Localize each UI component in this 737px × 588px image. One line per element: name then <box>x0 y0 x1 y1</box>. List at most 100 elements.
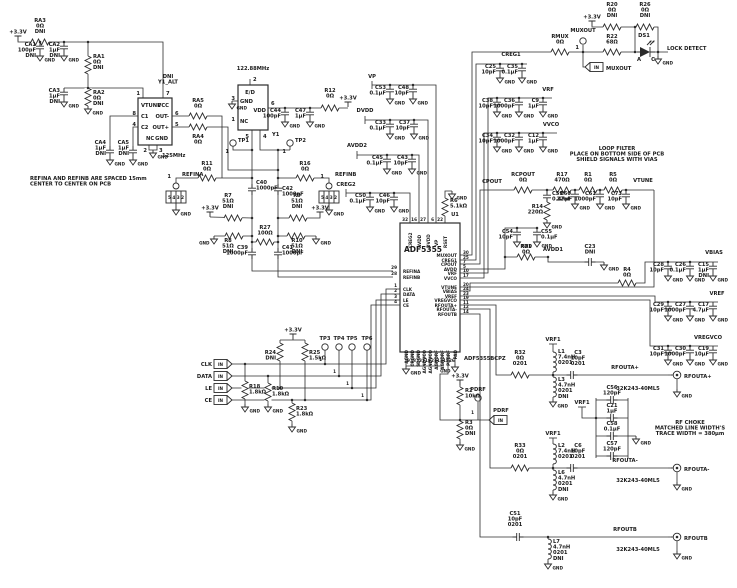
c3-capacitor <box>566 370 578 380</box>
junction-dot <box>385 153 389 157</box>
gnd-label: GND <box>181 212 192 217</box>
text-122-88mhz: 122.88MHz <box>237 66 270 72</box>
text-rfouta-: RFOUTA- <box>684 467 709 473</box>
r18-resistor <box>241 380 249 400</box>
junction-dot <box>276 168 280 172</box>
junction-dot <box>666 300 670 304</box>
text-cpout: CPOUT <box>441 262 457 267</box>
gnd-symbol <box>496 74 504 84</box>
text-c1: C1 <box>141 114 149 120</box>
text-rfouta+: RFOUTA+ <box>684 374 712 380</box>
wire-51 <box>460 97 552 274</box>
text-agndrf: AGNDRF <box>434 350 439 370</box>
ra4-resistor <box>188 123 208 131</box>
gnd-symbol <box>386 130 394 140</box>
gnd-label: GND <box>502 114 513 119</box>
wire-3 <box>88 87 144 98</box>
junction-dot <box>62 40 66 44</box>
gnd-symbol <box>410 130 418 140</box>
junction-dot <box>365 398 369 402</box>
gnd-label: GND <box>502 149 513 154</box>
text-le: LE <box>403 298 409 303</box>
junction-dot <box>551 373 555 377</box>
text-vtune: VTUNE <box>141 103 161 109</box>
gnd-symbol <box>654 55 662 65</box>
text-creg1: CREG1 <box>501 52 521 58</box>
power-3v3-label: +3.3V <box>583 15 601 21</box>
wire-14 <box>259 130 290 151</box>
text-rfouta+: RFOUTA+ <box>435 303 458 308</box>
junction-dot <box>411 83 415 87</box>
text-y1: Y1 <box>271 132 280 138</box>
text-10: 10 <box>463 268 469 273</box>
text-18: 18 <box>425 358 431 363</box>
text-agndvco: AGNDVCO <box>422 350 427 374</box>
text-23: 23 <box>463 291 469 296</box>
gnd-symbol <box>539 143 547 153</box>
text-14: 14 <box>463 309 469 314</box>
gnd-label: GND <box>237 106 248 111</box>
junction-dot <box>517 131 521 135</box>
junction-dot <box>495 131 499 135</box>
text-c2: C2 <box>141 125 149 131</box>
in-connector-label: IN <box>218 386 224 391</box>
text-29: 29 <box>391 265 397 270</box>
power-3v3-symbol <box>344 101 352 108</box>
r33-resistor <box>510 464 530 472</box>
text-tp6: TP6 <box>362 336 373 342</box>
junction-dot <box>541 96 545 100</box>
junction-dot <box>594 416 598 420</box>
gnd-label: GND <box>465 447 476 452</box>
junction-dot <box>520 62 524 66</box>
text-rfouta-: RFOUTA- <box>612 458 637 464</box>
gnd-label: GND <box>457 196 468 201</box>
l3-inductor <box>551 376 558 398</box>
text-16: 16 <box>411 217 417 222</box>
r4-resistor <box>617 279 637 287</box>
wire-29 <box>365 119 429 223</box>
c45-capacitor <box>382 154 392 167</box>
ra2-resistor <box>84 87 92 107</box>
text-clk: CLK <box>201 362 213 368</box>
r23-resistor <box>288 402 296 422</box>
c48-capacitor <box>408 84 418 97</box>
junction-dot <box>337 374 341 378</box>
text-2: 2 <box>143 148 147 154</box>
gnd-label: GND <box>321 241 332 246</box>
junction-dot <box>666 344 670 348</box>
junction-dot <box>250 216 254 220</box>
r20-resistor <box>602 23 622 31</box>
gnd-symbol <box>129 156 137 166</box>
r7-resistor <box>223 214 243 222</box>
text-refina: REFINA <box>182 172 203 178</box>
text-adf5355: ADF5355 <box>404 245 442 254</box>
text-vrf1: VRF1 <box>545 431 561 437</box>
text-avdd2: AVDD2 <box>347 143 367 149</box>
c43-capacitor <box>407 154 417 167</box>
text-22: 22 <box>437 217 443 222</box>
in-connector-label: IN <box>218 374 224 379</box>
wire-76 <box>439 352 460 421</box>
text-2: 2 <box>253 77 257 83</box>
gnd-label: GND <box>417 171 428 176</box>
text-12: 12 <box>463 304 469 309</box>
gnd-label: GND <box>411 371 422 376</box>
